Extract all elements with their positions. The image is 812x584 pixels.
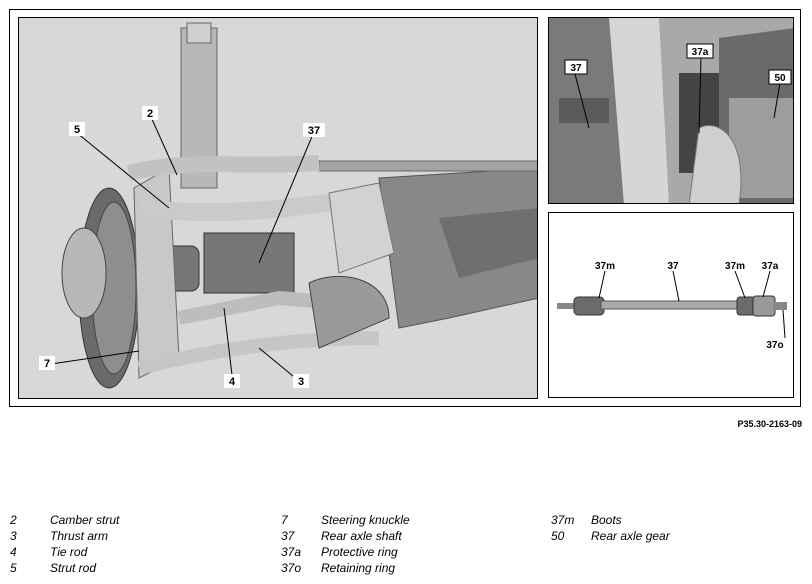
detail-bottom-callout-37o: 37o (766, 340, 783, 351)
callout-2: 2 (147, 108, 153, 120)
callout-4: 4 (229, 376, 236, 388)
detail-bottom-callout-37a: 37a (762, 261, 779, 272)
main-callouts: 2 5 37 7 4 3 (39, 106, 325, 388)
detail-photo-axle-gear: 37 37a 50 (548, 17, 794, 204)
detail-top-callout-50: 50 (774, 73, 786, 84)
figure-reference: P35.30-2163-09 (737, 419, 802, 429)
callout-3: 3 (298, 376, 304, 388)
detail-photo-drawing: 37 37a 50 (549, 18, 793, 203)
detail-bottom-callout-37m-left: 37m (595, 261, 615, 272)
callout-37: 37 (308, 125, 320, 137)
detail-bottom-callout-37: 37 (667, 261, 679, 272)
figure-frame (9, 9, 801, 407)
axle-shaft-drawing: 37m 37 37m 37a 37o (557, 261, 787, 351)
suspension-drawing: 2 5 37 7 4 3 (19, 18, 537, 398)
callout-5: 5 (74, 124, 80, 136)
callout-7: 7 (44, 358, 50, 370)
detail-top-callout-37: 37 (570, 63, 582, 74)
detail-axle-shaft: 37m 37 37m 37a 37o (548, 212, 794, 398)
detail-top-callout-37a: 37a (692, 47, 709, 58)
detail-bottom-callout-37m-right: 37m (725, 261, 745, 272)
main-suspension-illustration: 2 5 37 7 4 3 (18, 17, 538, 399)
